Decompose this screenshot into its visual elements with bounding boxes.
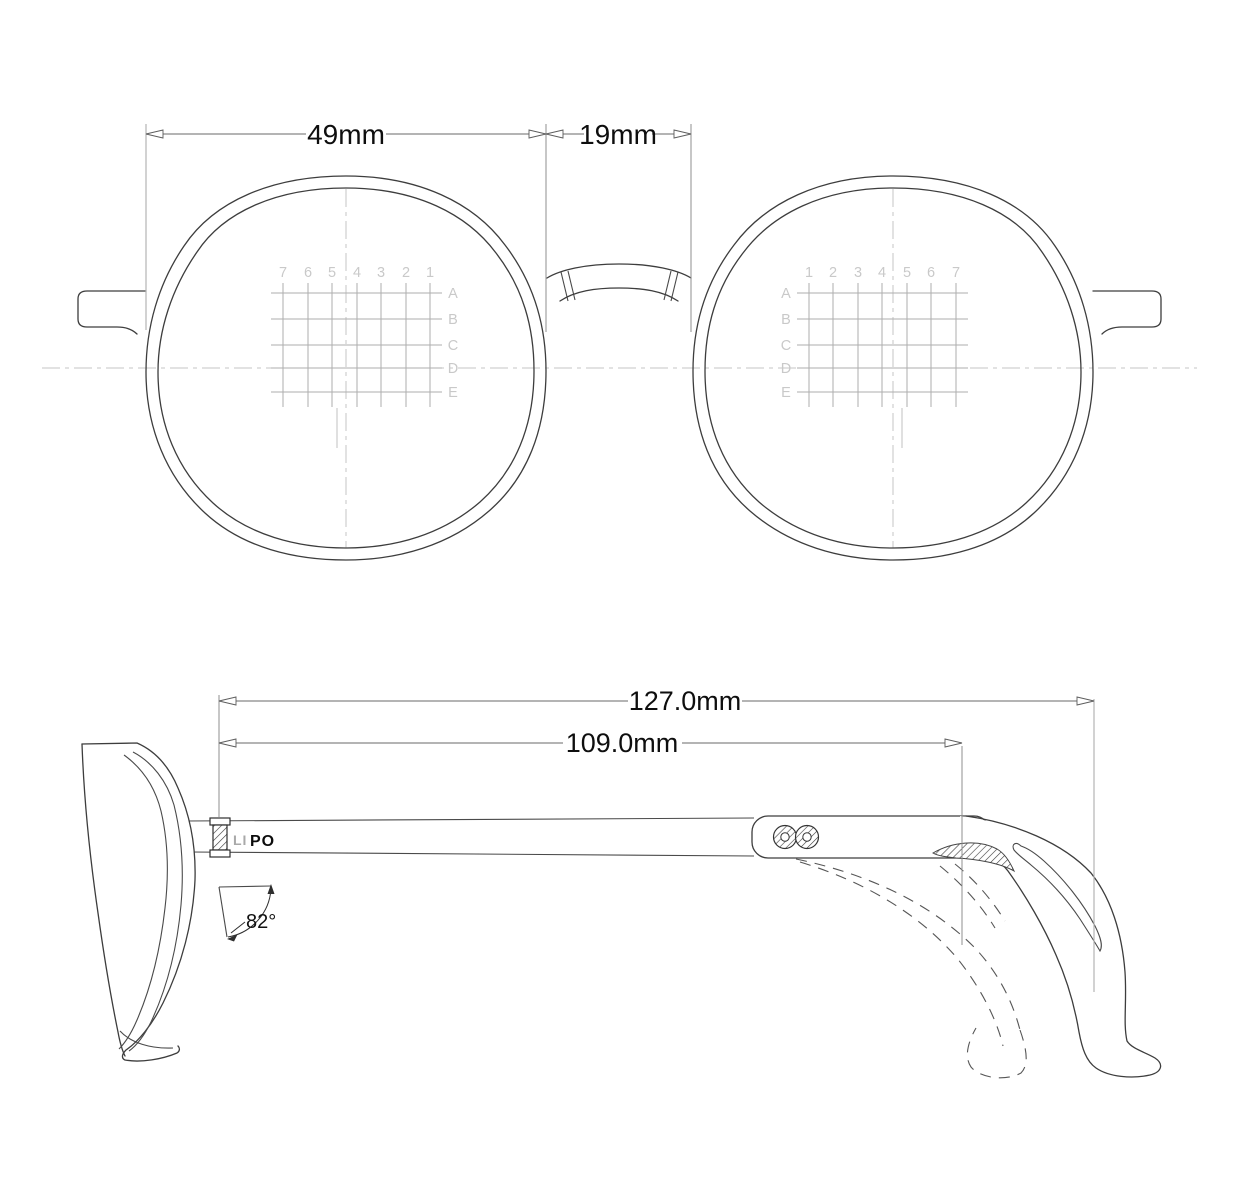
front-rim-profile [81, 742, 196, 1062]
grid-col-label: 7 [279, 265, 287, 281]
grid-row-label: B [781, 312, 791, 328]
temple-brand-logo: LI PO [233, 832, 275, 850]
hinge-screw [209, 817, 231, 858]
right-lens-grid: 1 2 3 4 5 6 7 A B C D E [781, 265, 968, 448]
grid-col-label: 1 [426, 265, 434, 281]
side-dimensions: 127.0mm 109.0mm [218, 686, 1095, 992]
grid-row-label: C [781, 338, 791, 354]
grid-row-label: D [781, 361, 791, 377]
bridge-width-label: 19mm [579, 119, 657, 150]
overall-temple-length-label: 127.0mm [629, 686, 742, 716]
left-lens-grid: 7 6 5 4 3 2 1 A B C D E [271, 265, 458, 448]
pantoscopic-angle-annotation: 82° [218, 884, 276, 942]
grid-col-label: 4 [878, 265, 886, 281]
grid-row-label: A [781, 286, 791, 302]
grid-row-label: B [448, 312, 458, 328]
bridge [546, 263, 692, 302]
side-view: LI PO 82° [81, 686, 1162, 1079]
grid-col-label: 3 [377, 265, 385, 281]
grid-row-label: A [448, 286, 458, 302]
grid-col-label: 2 [829, 265, 837, 281]
infinity-logo-icon [772, 824, 820, 850]
ear-hook-flexed-dashed [795, 858, 1027, 1079]
grid-col-label: 7 [952, 265, 960, 281]
grid-col-label: 4 [353, 265, 361, 281]
grid-row-label: D [448, 361, 458, 377]
ear-hook-slot [1012, 842, 1102, 953]
grid-row-label: E [781, 385, 791, 401]
grid-col-label: 5 [903, 265, 911, 281]
front-view: 7 6 5 4 3 2 1 A B C D E [42, 119, 1197, 561]
logo-text-black: PO [250, 833, 275, 850]
grid-col-label: 2 [402, 265, 410, 281]
grid-col-label: 1 [805, 265, 813, 281]
grid-col-label: 6 [927, 265, 935, 281]
hook-rubber-hatch [932, 842, 1016, 873]
grid-col-label: 3 [854, 265, 862, 281]
front-dimensions: 49mm 19mm [145, 119, 692, 332]
lens-width-label: 49mm [307, 119, 385, 150]
temple-arm [185, 817, 755, 857]
grid-row-label: E [448, 385, 458, 401]
temple-length-label: 109.0mm [566, 728, 679, 758]
grid-col-label: 6 [304, 265, 312, 281]
grid-row-label: C [448, 338, 458, 354]
ear-hook [932, 815, 1162, 1078]
logo-text-gray: LI [233, 832, 247, 848]
pantoscopic-angle-label: 82° [246, 911, 276, 933]
grid-col-label: 5 [328, 265, 336, 281]
